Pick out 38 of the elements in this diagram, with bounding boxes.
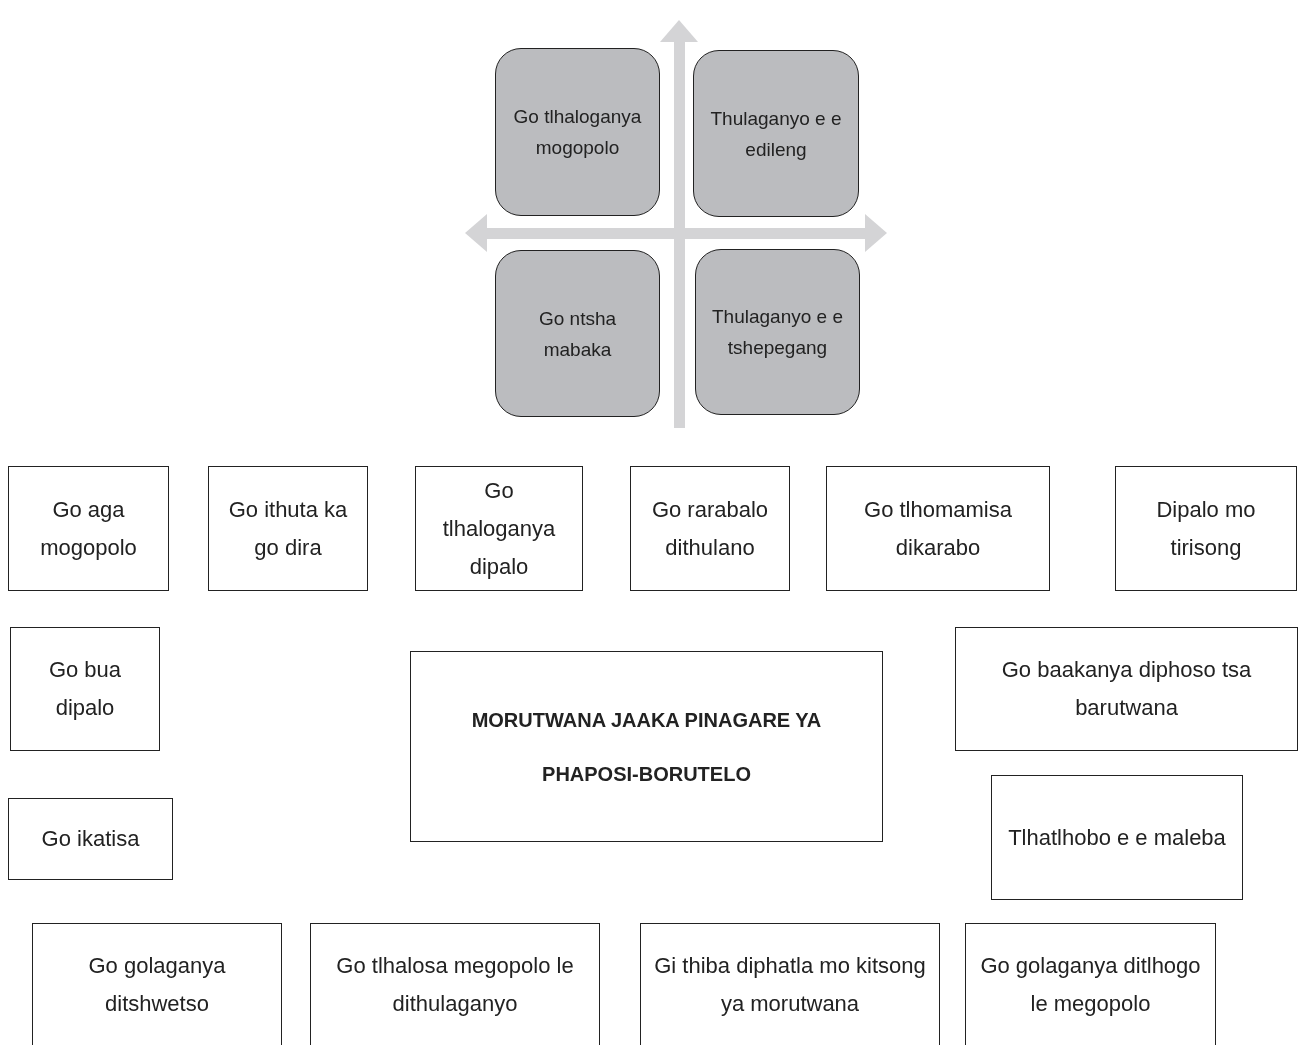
node-label: Go ithuta ka go dira [227, 495, 349, 562]
node-label: Thulaganyo e e edileng [709, 106, 843, 162]
skill-box [32, 923, 282, 1045]
node-label: Go golaganya ditshwetso [87, 951, 227, 1018]
skill-box [955, 627, 1298, 751]
skill-box [965, 923, 1216, 1045]
skill-box [1115, 466, 1297, 591]
node-label: Thulaganyo e e tshepegang [711, 305, 844, 360]
thinking-card [695, 249, 860, 415]
skill-box [630, 466, 790, 591]
node-label: MORUTWANA JAAKA PINAGARE YA PHAPOSI-BORUTELO [470, 707, 823, 787]
thinking-card [693, 50, 859, 217]
node-label: Dipalo mo tirisong [1155, 495, 1257, 562]
node-label: Go ikatisa [41, 825, 140, 853]
thinking-card [495, 250, 660, 417]
node-label: Gi thiba diphatla mo kitsong ya morutwana [653, 951, 927, 1018]
node-label: Go bua dipalo [47, 656, 123, 722]
skill-box [310, 923, 600, 1045]
skill-box [8, 798, 173, 880]
skill-box [10, 627, 160, 751]
node-label: Go tlhalosa megopolo le dithulaganyo [335, 951, 575, 1018]
thinking-card [495, 48, 660, 216]
central-topic-box [410, 651, 883, 842]
skill-box [208, 466, 368, 591]
node-label: Go tlhaloganya mogopolo [512, 105, 643, 160]
node-label: Tlhatlhobo e e maleba [1008, 823, 1226, 852]
node-label: Go tlhomamisa dikarabo [863, 495, 1013, 562]
node-label: Go ntsha mabaka [537, 306, 618, 362]
skill-box [415, 466, 583, 591]
node-label: Go baakanya diphoso tsa barutwana [1000, 656, 1253, 722]
node-label: Go aga mogopolo [39, 495, 138, 562]
node-label: Go tlhaloganya dipalo [441, 476, 557, 581]
skill-box [640, 923, 940, 1045]
skill-box [826, 466, 1050, 591]
skill-box [991, 775, 1243, 900]
skill-box [8, 466, 169, 591]
node-label: Go golaganya ditlhogo le megopolo [979, 951, 1202, 1018]
node-label: Go rarabalo dithulano [650, 495, 770, 562]
